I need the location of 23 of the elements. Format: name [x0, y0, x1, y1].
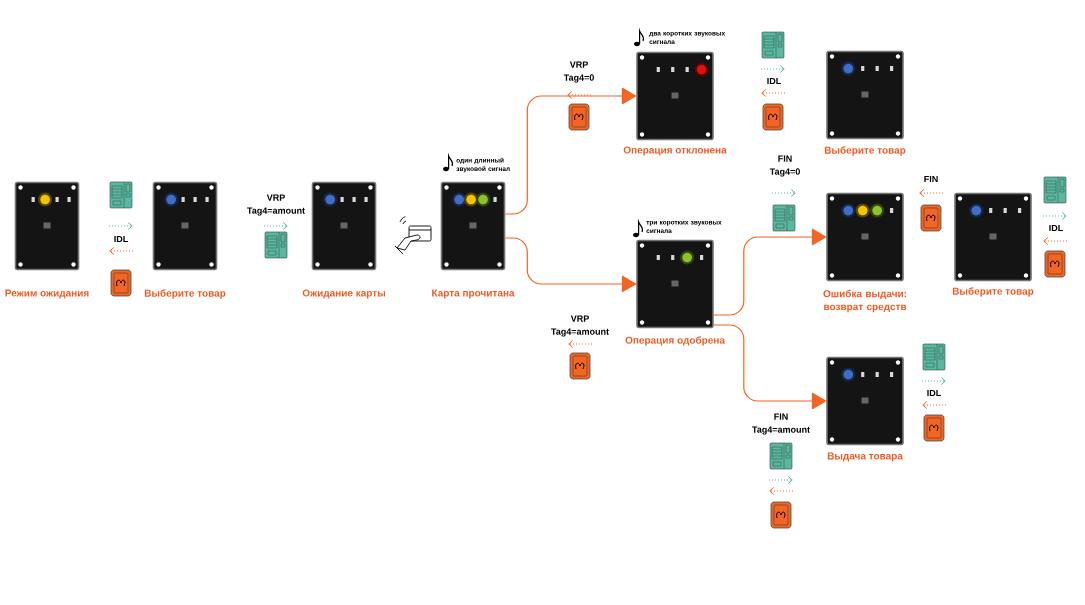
state-title: Ожидание карты: [302, 289, 386, 299]
message-label: VRP Tag4=0: [563, 61, 594, 83]
state-title: Операция отклонена: [623, 146, 727, 156]
state-title: Выберите товар: [952, 287, 1034, 297]
state-title: Выдача товара: [827, 452, 903, 462]
state-title: Выберите товар: [824, 146, 906, 156]
state-title: Режим ожидания: [5, 289, 89, 299]
message-label: FIN Tag4=0: [769, 155, 800, 177]
flow-arrow: [713, 324, 827, 410]
message-label: IDL: [927, 389, 941, 397]
state-title: Операция одобрена: [625, 336, 725, 346]
flow-arrow: [713, 228, 827, 316]
state-title: Ошибка выдачи: возврат средств: [823, 289, 907, 313]
flow-arrow: [504, 237, 637, 293]
message-label: IDL: [1049, 224, 1063, 232]
message-label: IDL: [767, 77, 781, 85]
message-label: FIN Tag4=amount: [752, 413, 810, 435]
state-title: Выберите товар: [144, 289, 226, 299]
message-label: VRP Tag4=amount: [551, 315, 609, 337]
message-label: IDL: [114, 235, 128, 243]
message-label: FIN: [924, 175, 938, 183]
state-title: Карта прочитана: [432, 289, 515, 299]
flow-arrow: [504, 87, 637, 215]
